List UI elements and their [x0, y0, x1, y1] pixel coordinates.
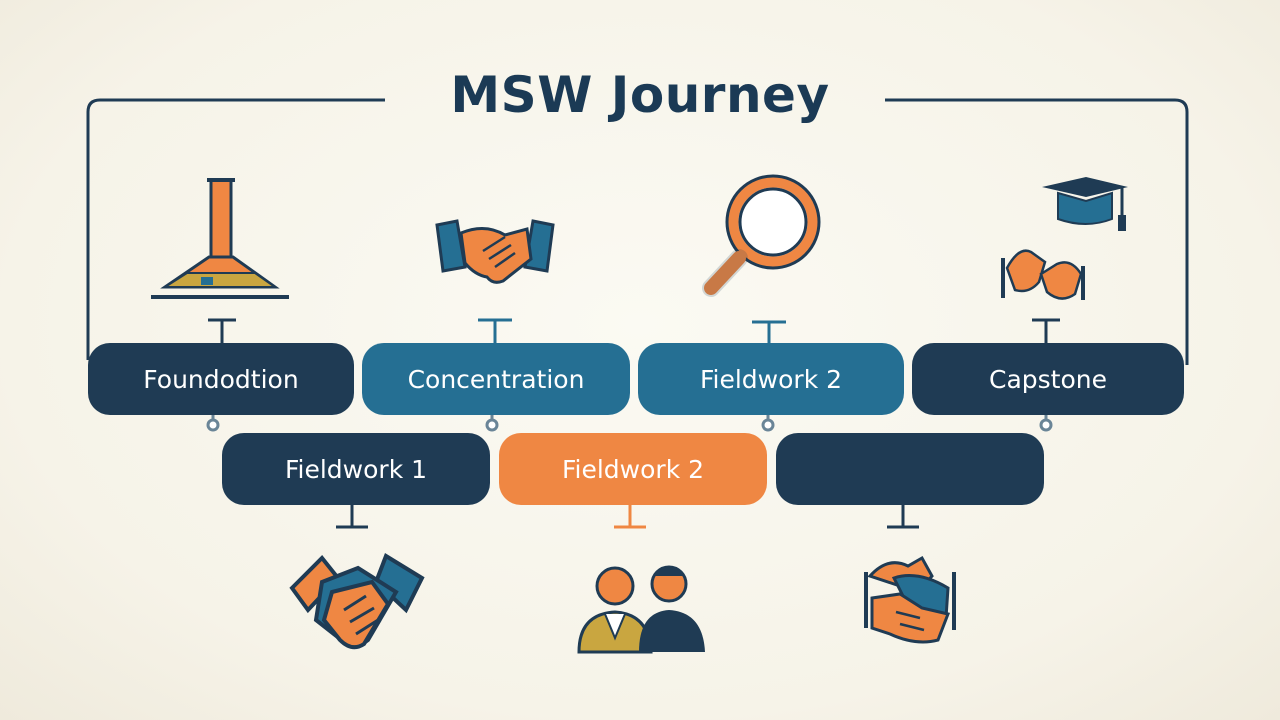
- stage-foundation: Foundodtion: [88, 343, 354, 415]
- foundation-pillar-icon: [151, 178, 289, 299]
- stage-fieldwork-1: Fieldwork 1: [222, 433, 490, 505]
- graduation-cap-icon: [1042, 177, 1128, 231]
- stage-capstone: Capstone: [912, 343, 1184, 415]
- stage-fieldwork-2-bottom: Fieldwork 2: [499, 433, 767, 505]
- stage-fieldwork-2-top: Fieldwork 2: [638, 343, 904, 415]
- people-icon: [577, 565, 705, 654]
- handshake-large-icon: [289, 553, 425, 650]
- hands-icon: [1001, 249, 1085, 300]
- diagram-title: MSW Journey: [450, 66, 830, 124]
- magnifier-icon: [702, 174, 821, 297]
- stage-empty: [776, 433, 1044, 505]
- group-hands-icon: [864, 555, 956, 644]
- stage-concentration: Concentration: [362, 343, 630, 415]
- handshake-icon: [435, 219, 555, 284]
